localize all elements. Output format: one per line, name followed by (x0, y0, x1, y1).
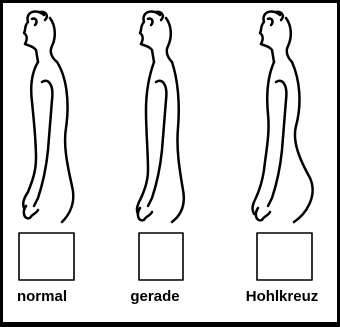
body-front-normal (23, 62, 38, 208)
hand-normal (24, 206, 38, 218)
figure-normal (19, 11, 74, 280)
hair-normal (32, 12, 47, 25)
hair-hohlkreuz (268, 12, 283, 25)
arm-gerade (148, 81, 166, 206)
body-back-gerade (172, 62, 184, 222)
figure-gerade (137, 11, 184, 280)
figure-hohlkreuz (253, 11, 313, 280)
body-back-hohlkreuz (292, 62, 313, 222)
body-front-hohlkreuz (253, 62, 275, 214)
neck-back-gerade (166, 18, 172, 62)
label-normal: normal (2, 288, 82, 305)
body-front-gerade (137, 62, 154, 214)
label-gerade: gerade (115, 288, 195, 305)
body-back-normal (57, 62, 73, 222)
hand-hohlkreuz (256, 208, 270, 220)
neck-back-normal (50, 18, 57, 62)
neck-back-hohlkreuz (286, 18, 292, 62)
box-gerade (139, 233, 183, 280)
arm-hohlkreuz (268, 81, 286, 206)
box-hohlkreuz (257, 233, 312, 280)
hand-gerade (138, 208, 152, 220)
label-hohlkreuz: Hohlkreuz (224, 288, 340, 305)
box-normal (19, 233, 74, 280)
hair-gerade (148, 12, 163, 25)
